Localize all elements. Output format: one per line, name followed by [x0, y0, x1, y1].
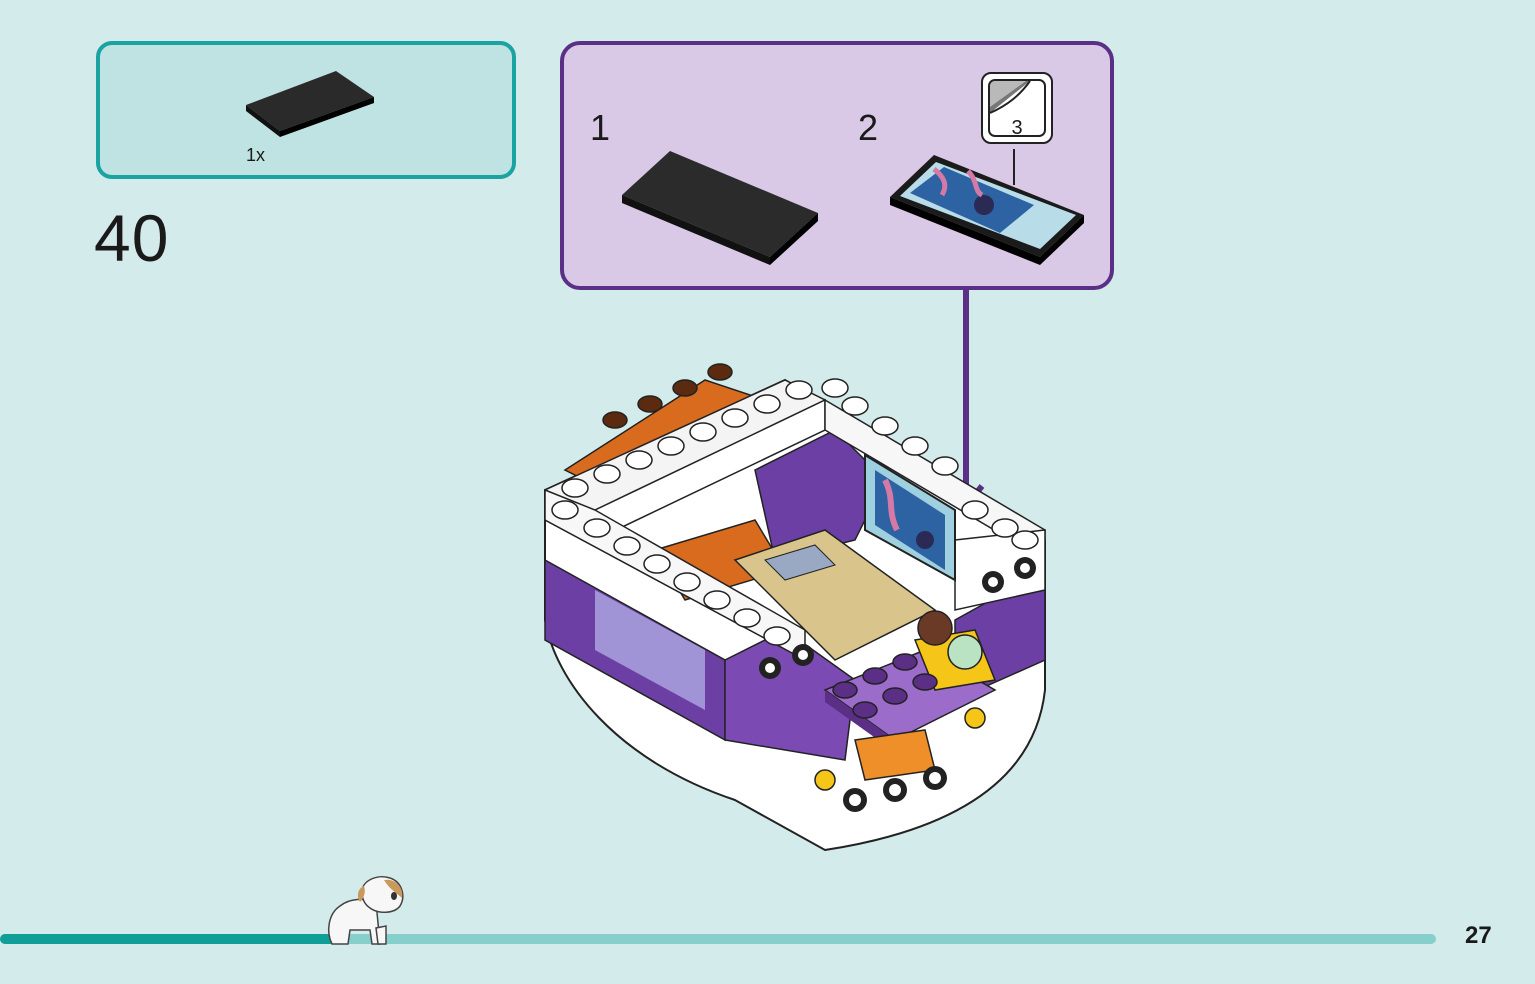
substep-callout-box: 1 2 3: [560, 41, 1114, 290]
progress-bar: [0, 934, 1436, 944]
black-tile-icon: [622, 151, 818, 265]
substep-number-2: 2: [858, 107, 879, 148]
sticker-number: 3: [1011, 117, 1023, 137]
substep-number-1: 1: [590, 107, 611, 148]
step-number: 40: [94, 201, 170, 275]
model-illustration: [544, 363, 1046, 852]
black-tile-part-icon: [246, 71, 374, 137]
page-number: 27: [1465, 922, 1492, 949]
sticker-callout: 3: [981, 72, 1053, 144]
part-quantity: 1x: [246, 145, 266, 165]
sticker-icon: 3: [988, 79, 1046, 137]
parts-list-box: 1x: [96, 41, 516, 179]
stickered-tile-icon: [890, 149, 1084, 265]
puppy-mascot-icon: [327, 876, 404, 945]
